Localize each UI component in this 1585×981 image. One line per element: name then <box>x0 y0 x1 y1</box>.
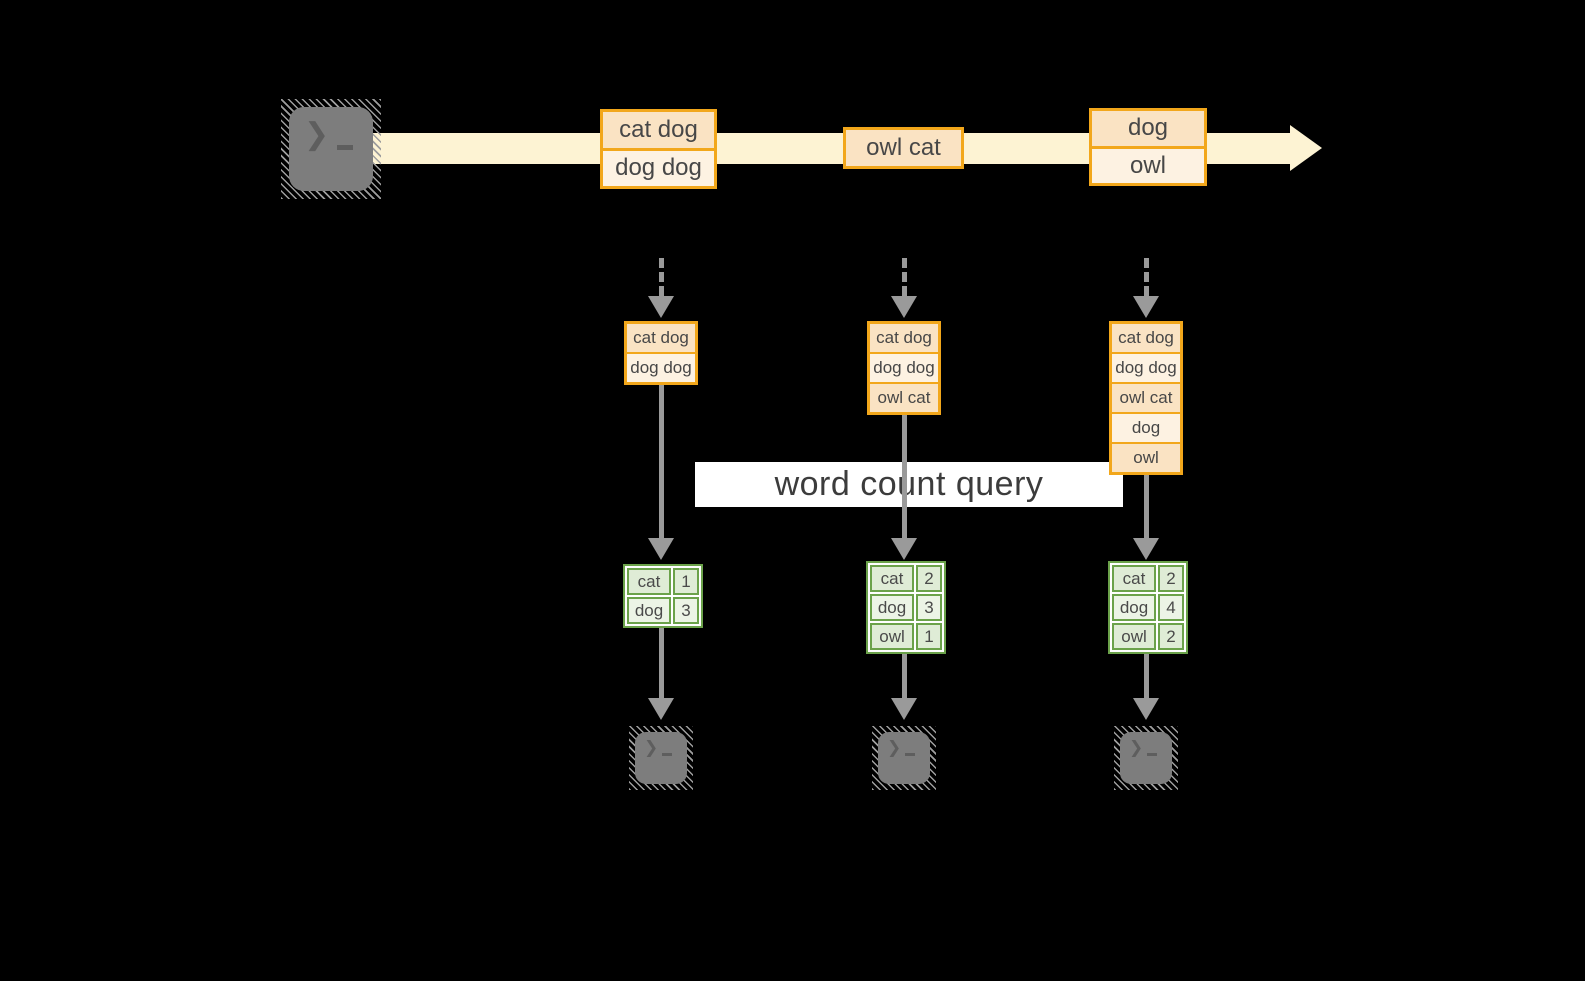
arrowhead-icon <box>891 698 917 720</box>
count-value: 2 <box>1158 623 1184 650</box>
stream-event-batch-2: owl cat <box>843 127 964 169</box>
count-word: dog <box>627 597 671 624</box>
stream-record: owl cat <box>846 130 961 166</box>
count-word: cat <box>1112 565 1156 592</box>
stream-record: dog <box>1092 111 1204 146</box>
count-value: 2 <box>916 565 942 592</box>
dashed-arrowhead-icon <box>1133 296 1159 318</box>
buffer-record: dog dog <box>870 352 938 382</box>
stream-record: owl <box>1092 145 1204 183</box>
terminal-screen: ❯ <box>289 107 373 191</box>
terminal-screen: ❯ <box>878 732 930 784</box>
dashed-arrowhead-icon <box>891 296 917 318</box>
arrowhead-icon <box>1133 538 1159 560</box>
buffer-record: owl cat <box>1112 382 1180 412</box>
arrow-line <box>658 385 664 538</box>
terminal-screen: ❯ <box>1120 732 1172 784</box>
dashed-arrowhead-icon <box>648 296 674 318</box>
sink-terminal-icon: ❯ <box>1114 726 1178 790</box>
stream-event-batch-1: cat dog dog dog <box>600 109 717 189</box>
buffer-record: cat dog <box>870 324 938 352</box>
count-word: cat <box>627 568 671 595</box>
dashed-arrow-line <box>901 258 907 296</box>
count-value: 3 <box>673 597 699 624</box>
count-table-1: cat 1 dog 3 <box>623 564 703 628</box>
arrow-line <box>901 415 907 538</box>
terminal-prompt-icon: ❯ <box>887 738 902 757</box>
stream-arrowhead <box>1290 125 1322 171</box>
arrowhead-icon <box>648 538 674 560</box>
arrowhead-icon <box>1133 698 1159 720</box>
count-value: 2 <box>1158 565 1184 592</box>
terminal-cursor-icon <box>337 145 353 150</box>
dashed-arrow-line <box>658 258 664 296</box>
stream-record: cat dog <box>603 112 714 148</box>
arrow-line <box>1143 475 1149 538</box>
buffer-record: owl <box>1112 442 1180 472</box>
count-word: owl <box>870 623 914 650</box>
stream-event-batch-3: dog owl <box>1089 108 1207 186</box>
record-buffer-2: cat dog dog dog owl cat <box>867 321 941 415</box>
buffer-record: dog dog <box>627 352 695 382</box>
buffer-record: dog <box>1112 412 1180 442</box>
count-word: dog <box>870 594 914 621</box>
query-label: word count query <box>695 462 1123 507</box>
count-word: cat <box>870 565 914 592</box>
count-table-2: cat 2 dog 3 owl 1 <box>866 561 946 654</box>
terminal-screen: ❯ <box>635 732 687 784</box>
arrow-line <box>1143 654 1149 698</box>
sink-terminal-icon: ❯ <box>629 726 693 790</box>
count-value: 4 <box>1158 594 1184 621</box>
buffer-record: owl cat <box>870 382 938 412</box>
dashed-arrow-line <box>1143 258 1149 296</box>
count-word: owl <box>1112 623 1156 650</box>
arrow-line <box>658 628 664 698</box>
count-table-3: cat 2 dog 4 owl 2 <box>1108 561 1188 654</box>
arrow-line <box>901 654 907 698</box>
buffer-record: dog dog <box>1112 352 1180 382</box>
count-value: 1 <box>916 623 942 650</box>
count-value: 3 <box>916 594 942 621</box>
record-buffer-1: cat dog dog dog <box>624 321 698 385</box>
stream-record: dog dog <box>603 147 714 186</box>
sink-terminal-icon: ❯ <box>872 726 936 790</box>
terminal-cursor-icon <box>905 753 915 756</box>
terminal-prompt-icon: ❯ <box>304 118 330 151</box>
terminal-cursor-icon <box>662 753 672 756</box>
buffer-record: cat dog <box>627 324 695 352</box>
record-buffer-3: cat dog dog dog owl cat dog owl <box>1109 321 1183 475</box>
arrowhead-icon <box>891 538 917 560</box>
terminal-cursor-icon <box>1147 753 1157 756</box>
count-value: 1 <box>673 568 699 595</box>
source-terminal-icon: ❯ <box>281 99 381 199</box>
buffer-record: cat dog <box>1112 324 1180 352</box>
count-word: dog <box>1112 594 1156 621</box>
terminal-prompt-icon: ❯ <box>1129 738 1144 757</box>
arrowhead-icon <box>648 698 674 720</box>
terminal-prompt-icon: ❯ <box>644 738 659 757</box>
